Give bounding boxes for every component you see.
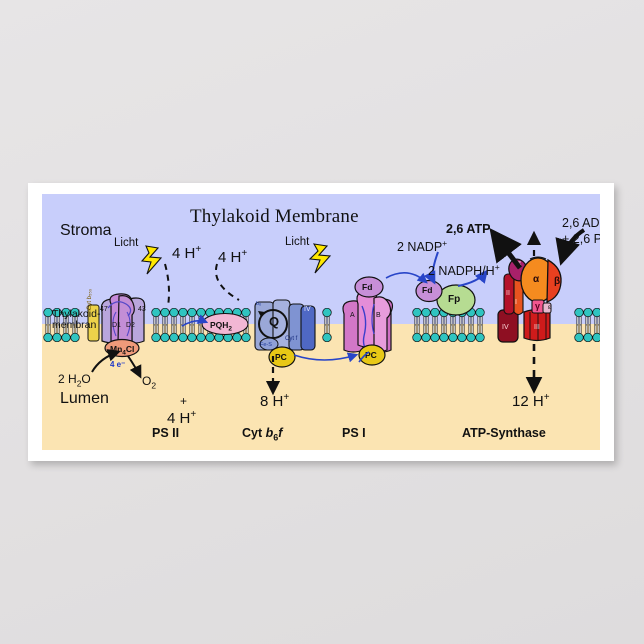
- subunit-d2: D2: [126, 322, 135, 329]
- subunit-cp43: 43: [138, 306, 146, 313]
- cytb6-label: b₆: [256, 301, 262, 307]
- label-protons-atpsynthase-lumen: 12 H+: [512, 392, 550, 410]
- subunit-alpha: α: [533, 274, 540, 285]
- fd-bound-label: Fd: [362, 282, 373, 292]
- proton-path-ps2: [164, 263, 170, 307]
- label-adp-substrate-line1: 2,6 ADP: [562, 216, 600, 230]
- subunit-cp47: 47: [100, 306, 108, 313]
- pc-right-label: PC: [365, 350, 377, 360]
- label-atp-product: 2,6 ATP: [446, 222, 491, 236]
- subunit-ii: II: [506, 290, 510, 297]
- plastocyanin-right: [358, 344, 386, 366]
- plastocyanin-left: [268, 346, 296, 368]
- arrow-nadph-out: [457, 269, 488, 287]
- plastoquinol-carrier: [201, 312, 249, 336]
- lightning-bolt-ps1: [308, 243, 332, 274]
- label-water-substrate: 2 H2O: [58, 372, 91, 389]
- label-thylakoid-membran-line2: membran: [52, 319, 97, 331]
- arrow-pc-into-ps1: [358, 351, 370, 363]
- subunit-i: I: [515, 299, 517, 306]
- label-protons-cytb6f-stroma: 4 H+: [218, 248, 248, 266]
- subunit-gamma: γ: [535, 301, 541, 311]
- label-light-ps1: Licht: [285, 236, 310, 248]
- label-protons-ps2-stroma: 4 H+: [172, 244, 202, 262]
- label-oxygen-product: O2: [142, 374, 157, 391]
- label-thylakoid-membran-line1: Thylakoid-: [52, 308, 101, 320]
- label-complex-atpsynthase: ATP-Synthase: [462, 426, 546, 440]
- subunit-iii: III: [534, 324, 540, 331]
- fp-label: Fp: [448, 294, 461, 305]
- subunit-iv-cf0: IV: [502, 324, 509, 331]
- subunit-epsilon: ε: [548, 305, 551, 311]
- label-complex-ps1: PS I: [342, 426, 366, 440]
- label-electrons: 4 e⁻: [110, 360, 126, 369]
- pqh2-label: PQH2: [210, 320, 233, 333]
- fd-free-label: Fd: [422, 285, 433, 295]
- mn4cl-cluster-label: Mn4Cl: [110, 344, 135, 357]
- pc-left-label: PC: [275, 352, 287, 362]
- subunit-psaa: A: [350, 312, 355, 319]
- label-adp-substrate-line2: + 2,6 Pi: [562, 232, 600, 246]
- label-nadph-product: 2 NADPH/H+: [428, 262, 500, 279]
- diagram-canvas: 47 43 D1 D2 Cyt b₅₅₉ Mn4Cl PQH2: [42, 194, 600, 450]
- lightning-bolt-ps2: [140, 245, 163, 275]
- arrow-nadp-in: [423, 251, 439, 285]
- label-stroma: Stroma: [60, 222, 112, 239]
- arrow-fd-transfer: [385, 272, 428, 284]
- subunit-d1: D1: [112, 322, 121, 329]
- subunit-iv-label: IV: [304, 306, 311, 313]
- subunit-beta: β: [554, 276, 561, 287]
- photosystem-2-complex: [87, 293, 146, 358]
- arrow-adp-in: [555, 228, 586, 266]
- arrow-water-in: [91, 349, 121, 373]
- label-complex-cytb6f: Cyt b6f: [242, 426, 283, 443]
- label-light-ps2: Licht: [114, 237, 139, 249]
- label-lumen: Lumen: [60, 390, 109, 407]
- subunit-psab: B: [376, 312, 381, 319]
- photosystem-1-complex: [342, 290, 394, 353]
- poster: 47 43 D1 D2 Cyt b₅₅₉ Mn4Cl PQH2: [28, 183, 614, 461]
- atp-synthase-complex: [497, 256, 562, 343]
- label-protons-ps2-lumen: 4 H+: [167, 409, 197, 427]
- reaction-arrows: [91, 228, 586, 396]
- proton-path-cytb6f-in: [215, 263, 240, 301]
- label-complex-ps2: PS II: [152, 426, 180, 440]
- arrow-atp-out: [489, 228, 522, 270]
- cyt-f-label: Cyt f: [285, 336, 298, 342]
- arrow-oxygen-out: [127, 355, 142, 379]
- arrow-pc-shuttle: [293, 352, 359, 363]
- ferredoxin-bound: [354, 276, 384, 298]
- cytochrome-b6f-complex: [254, 299, 316, 351]
- label-plus-sign: +: [180, 394, 188, 408]
- label-protons-cytb6f-lumen: 8 H+: [260, 392, 290, 410]
- fe-s-label: Fe-S: [260, 342, 272, 348]
- page-title: Thylakoid Membrane: [190, 206, 359, 227]
- ferredoxin-nadp-reductase: [415, 279, 476, 316]
- label-nadp-substrate: 2 NADP+: [397, 238, 448, 255]
- arrow-pq-shuttle: [181, 314, 209, 327]
- q-cycle-label: Q: [269, 314, 280, 329]
